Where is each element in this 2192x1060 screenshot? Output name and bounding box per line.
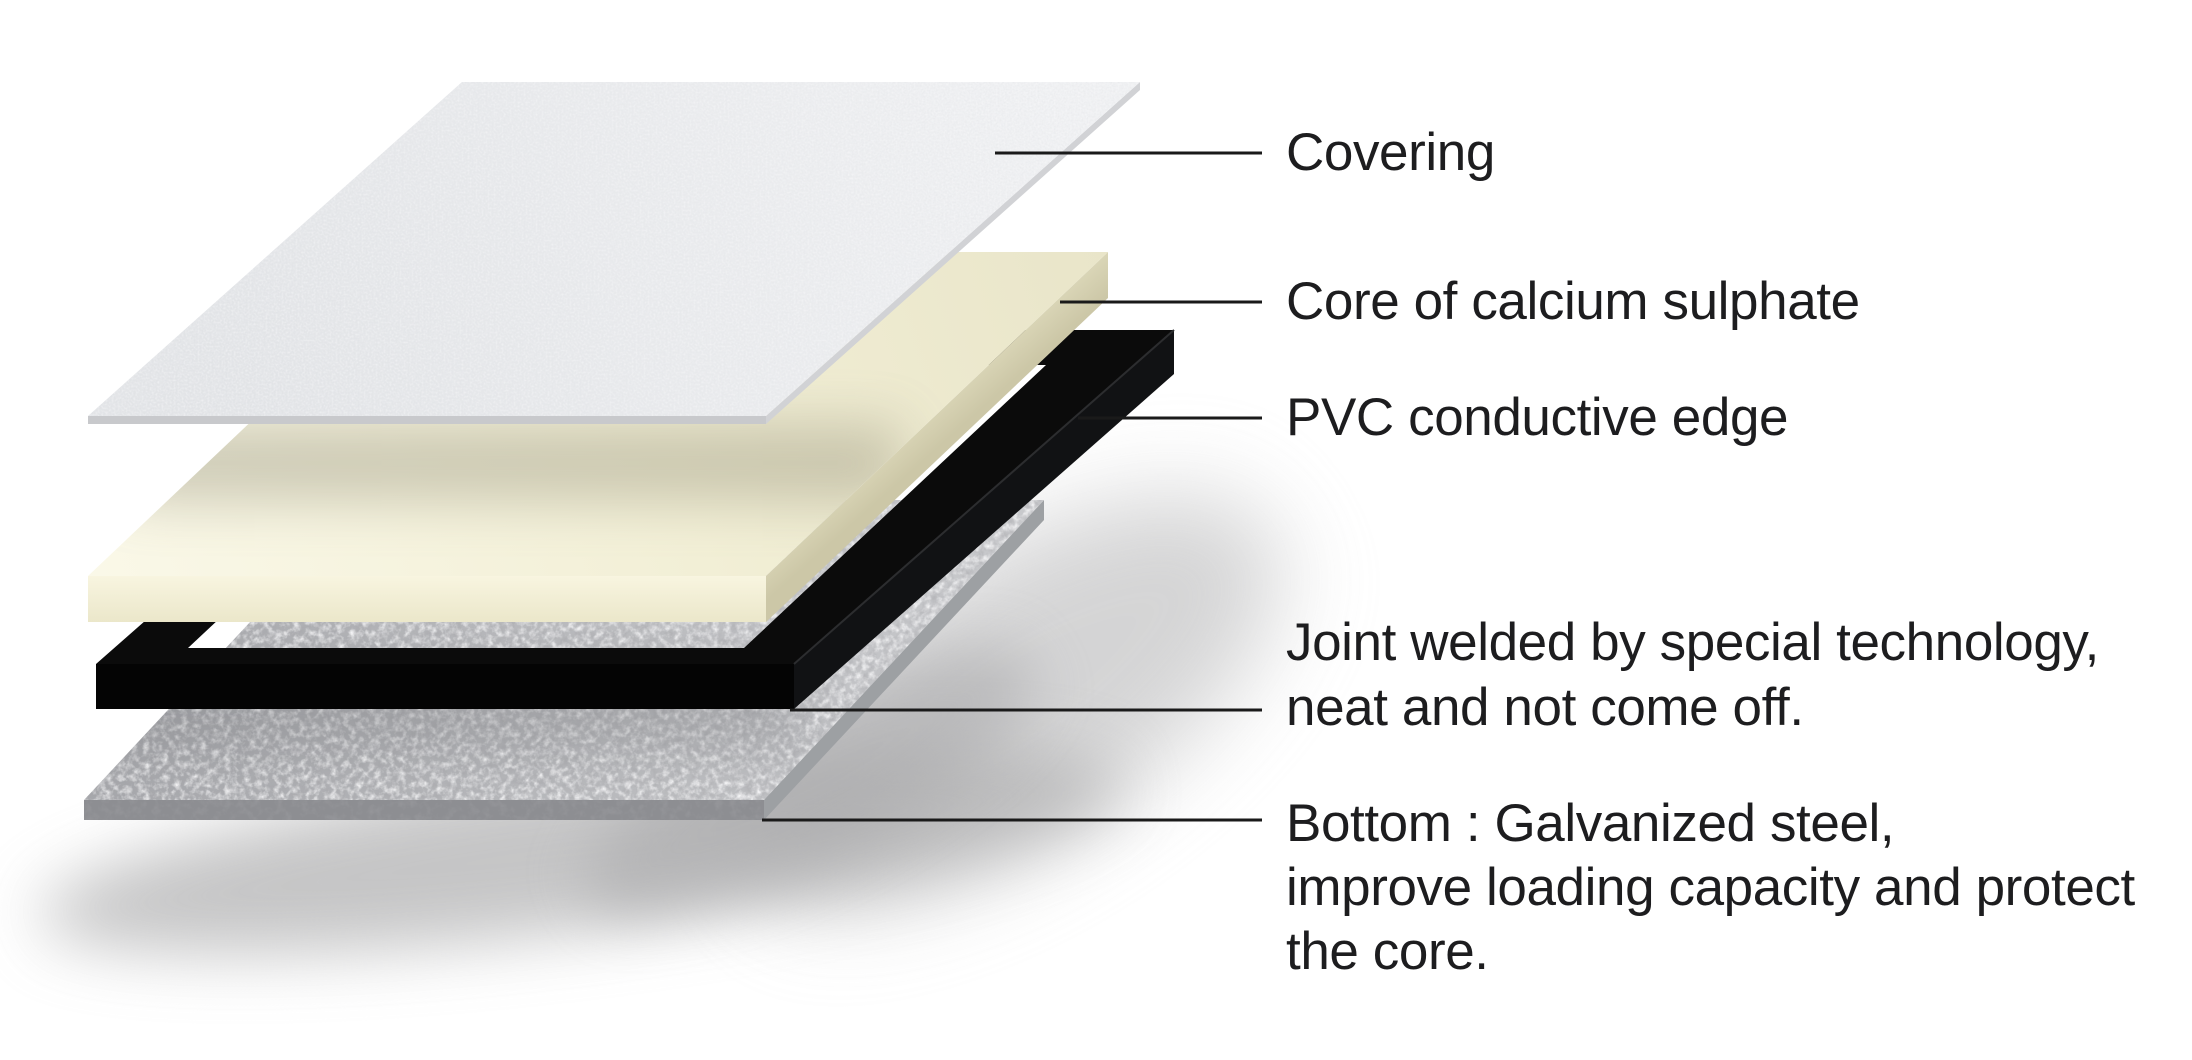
label-pvc-conductive-edge: PVC conductive edge (1286, 388, 1789, 447)
core-cast-shadow (120, 424, 900, 502)
ground-shadow (38, 494, 1281, 954)
steel-front-texture (84, 800, 764, 820)
label-joint-welded: Joint welded by special technology, neat… (1286, 613, 2099, 737)
covering-layer (88, 82, 1140, 424)
pvc-frame-front-face (96, 664, 794, 709)
core-front-face (88, 576, 766, 622)
covering-bottom-edge (88, 416, 766, 424)
steel-right-face (764, 500, 1044, 820)
label-bottom-galvanized-steel: Bottom : Galvanized steel, improve loadi… (1286, 794, 2135, 981)
leader-lines (762, 151, 1262, 822)
label-core-of-calcium-sulphate: Core of calcium sulphate (1286, 272, 1860, 331)
core-right-face (766, 252, 1108, 622)
label-covering: Covering (1286, 123, 1495, 182)
pvc-frame-edge-highlight (793, 329, 1175, 665)
ground-shadow-core (584, 648, 1036, 912)
pvc-frame-right-face (794, 330, 1174, 709)
covering-grain-highlight-texture (88, 82, 1140, 416)
covering-right-edge (766, 82, 1140, 424)
